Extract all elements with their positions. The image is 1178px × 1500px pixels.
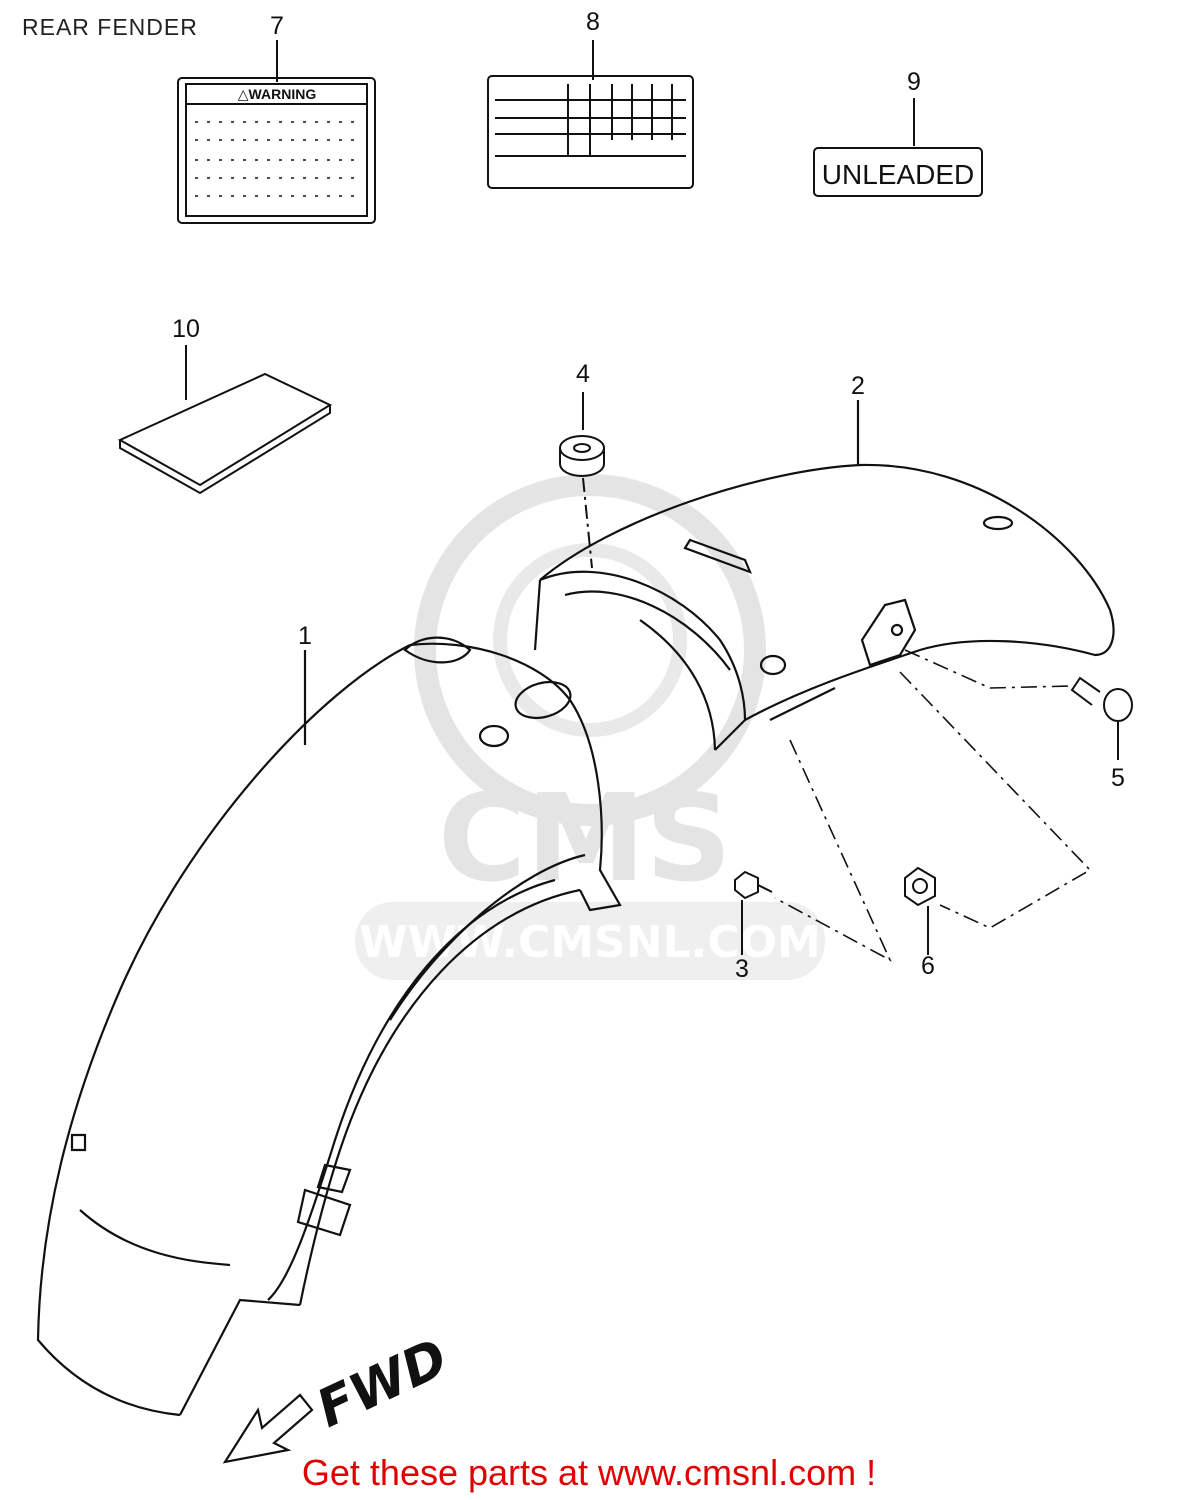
rear-fender-part	[36, 636, 622, 1417]
callout-7: 7	[270, 12, 284, 40]
callout-4: 4	[576, 360, 590, 388]
warning-label-title: △WARNING	[238, 86, 317, 102]
watermark: CMS WWW.CMSNL.COM	[355, 474, 825, 980]
callout-6: 6	[921, 952, 935, 980]
forward-label: FWD	[308, 1328, 457, 1440]
callout-5: 5	[1111, 764, 1125, 792]
nut-6-part	[904, 866, 936, 955]
rear-fender-rear-part	[533, 400, 1115, 751]
watermark-brand: CMS	[438, 770, 732, 909]
callout-10: 10	[172, 315, 200, 343]
bolt-5-part	[1070, 676, 1133, 760]
forward-arrow	[222, 1393, 314, 1464]
callout-8: 8	[586, 8, 600, 36]
assembly-lines	[774, 649, 1092, 962]
footer-link[interactable]: Get these parts at www.cmsnl.com !	[301, 1452, 877, 1493]
manual-part	[117, 345, 333, 495]
unleaded-label-text: UNLEADED	[822, 159, 974, 190]
callout-3: 3	[735, 955, 749, 983]
unleaded-label-part	[813, 98, 983, 197]
bolt-3-part	[734, 870, 773, 955]
cushion-part	[559, 392, 605, 569]
callout-9: 9	[907, 68, 921, 96]
info-label-part	[487, 40, 694, 189]
callout-1: 1	[298, 622, 312, 650]
page-title: REAR FENDER	[22, 14, 198, 40]
callout-2: 2	[851, 372, 865, 400]
warning-label-part	[177, 40, 376, 224]
